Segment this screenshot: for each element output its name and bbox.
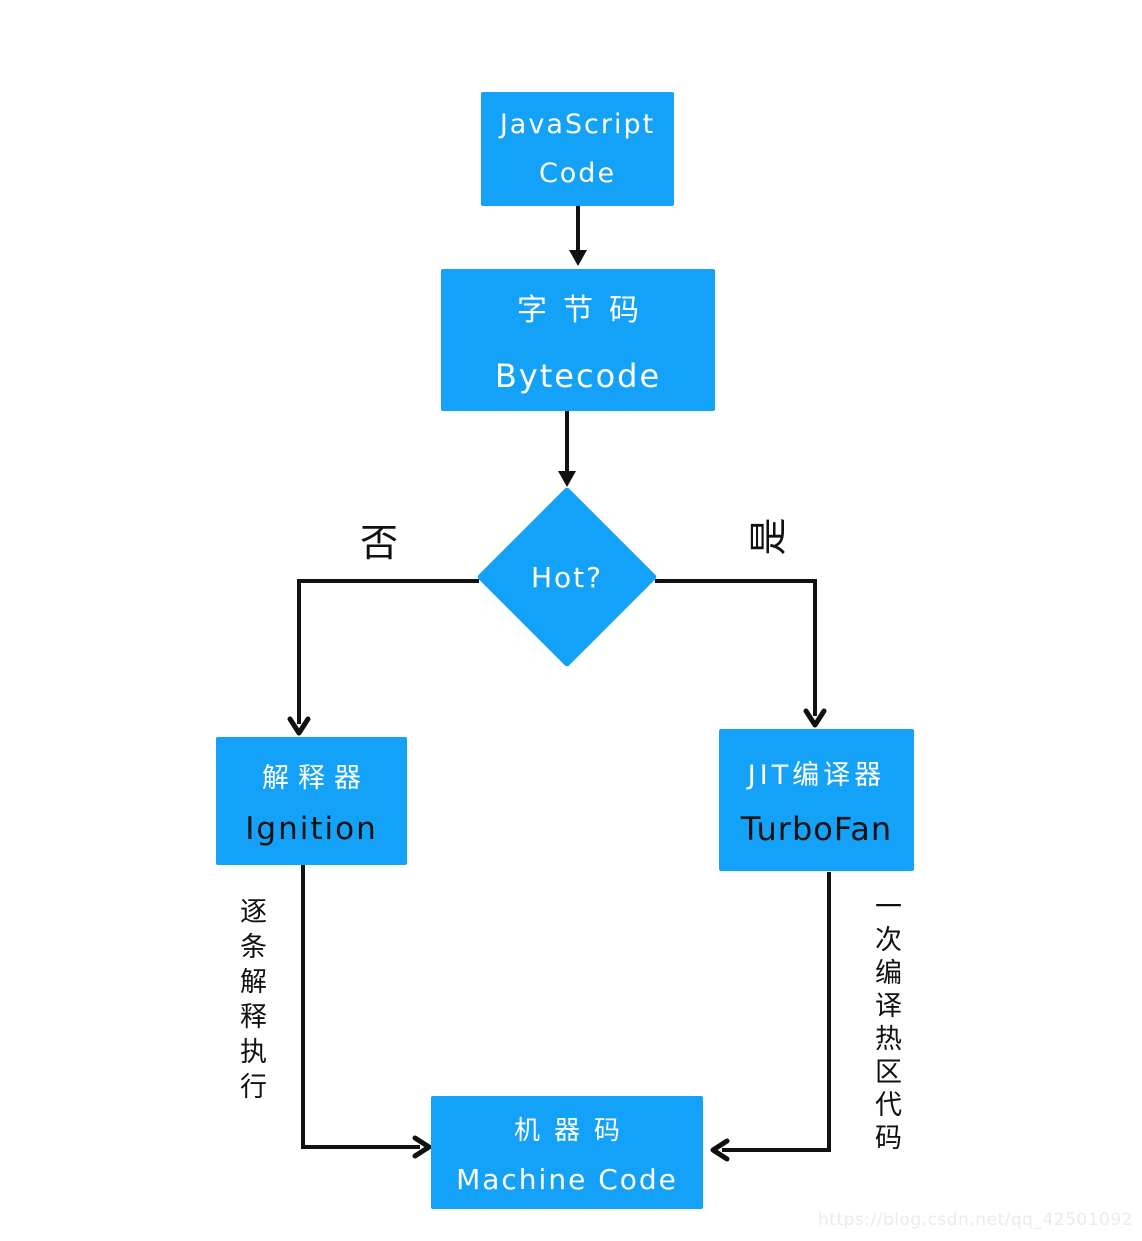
node-label-en: Bytecode <box>494 357 662 395</box>
decision-label: Hot? <box>530 560 604 594</box>
node-bytecode: 字节码 Bytecode <box>441 269 715 411</box>
arrowhead-down-icon <box>569 250 587 266</box>
arrowhead-right-icon <box>412 1135 432 1159</box>
edge-jscode-to-bytecode <box>569 206 587 266</box>
node-label-en: TurboFan <box>740 809 893 848</box>
arrowhead-down-icon <box>558 471 576 487</box>
node-javascript-code: JavaScript Code <box>481 92 674 206</box>
watermark-url: https://blog.csdn.net/qq_42501092 <box>818 1210 1133 1230</box>
edge-hot-no-to-interpreter <box>287 579 479 736</box>
node-interpreter-ignition: 解释器 Ignition <box>216 737 407 865</box>
node-machine-code: 机器码 Machine Code <box>431 1096 703 1209</box>
node-label: Code <box>538 158 617 189</box>
node-label-zh: 解释器 <box>262 762 370 794</box>
edge-hot-yes-to-jit <box>655 579 827 728</box>
note-compile-hot-code-once: 一次编译热区代码 <box>870 892 901 1156</box>
arrowhead-down-icon <box>287 716 311 736</box>
node-jit-turbofan: JIT编译器 TurboFan <box>719 729 914 871</box>
decision-hot: Hot? <box>476 486 658 668</box>
edge-jit-to-machine <box>710 872 831 1162</box>
node-label-en: Machine Code <box>456 1162 678 1196</box>
node-label-zh: 机器码 <box>513 1115 634 1146</box>
edge-label-no: 否 <box>360 521 399 565</box>
edge-label-yes: 是 <box>746 517 791 556</box>
node-label-zh: JIT编译器 <box>747 759 886 791</box>
node-label: JavaScript <box>499 109 656 140</box>
note-interpret-line-by-line: 逐条解释执行 <box>235 897 266 1107</box>
edge-bytecode-to-hot <box>558 411 576 487</box>
arrowhead-down-icon <box>803 708 827 728</box>
node-label-zh: 字节码 <box>517 293 655 328</box>
node-label-en: Ignition <box>245 810 378 847</box>
arrowhead-left-icon <box>710 1138 730 1162</box>
edge-interpreter-to-machine <box>301 865 432 1159</box>
